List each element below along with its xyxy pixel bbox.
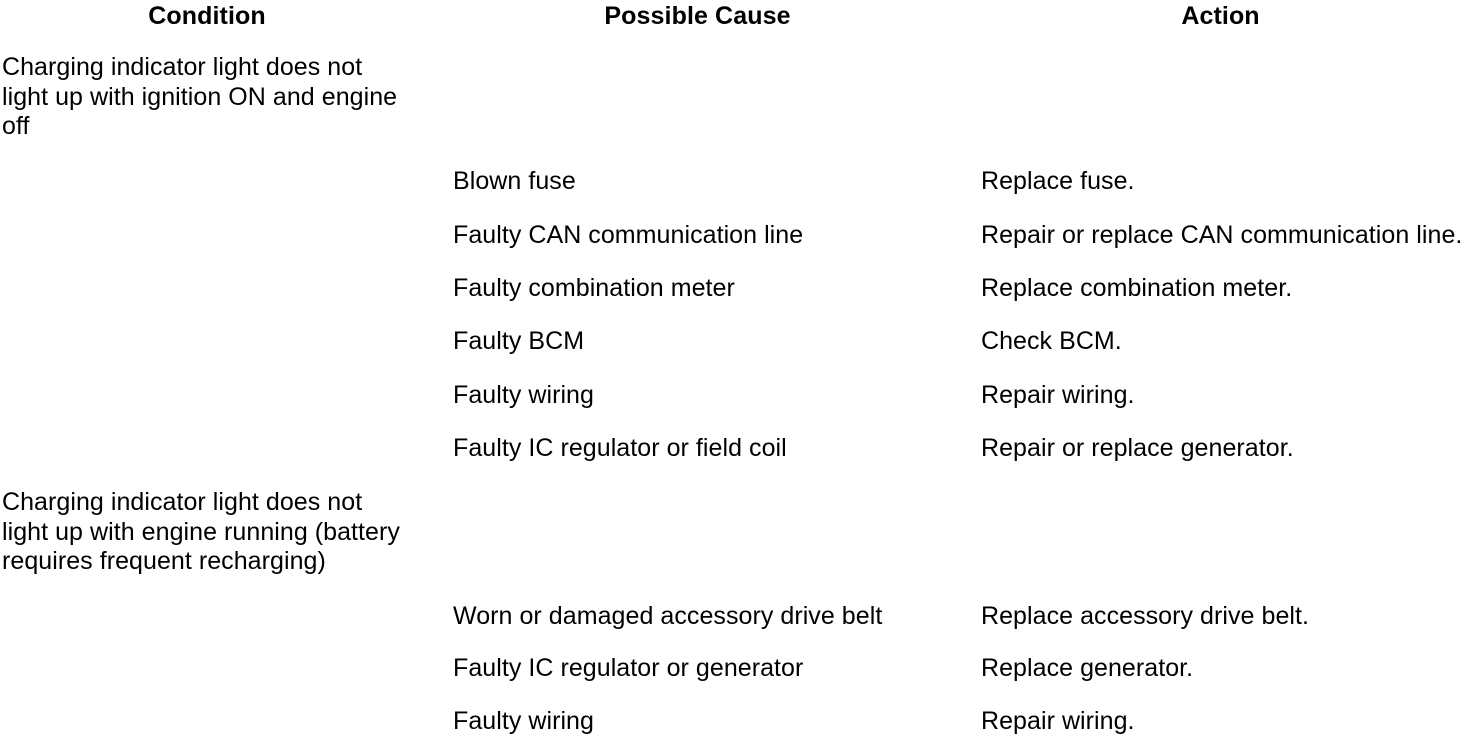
action-cell: Replace fuse. [981, 167, 1135, 195]
cause-cell: Faulty combination meter [453, 274, 735, 302]
condition-line: Charging indicator light does not [2, 53, 363, 81]
cause-cell: Faulty CAN communication line [453, 221, 804, 249]
column-header-possible-cause: Possible Cause [604, 2, 791, 30]
condition-line: off [2, 112, 30, 140]
condition-line: light up with ignition ON and engine [2, 82, 398, 111]
action-cell: Replace generator. [981, 654, 1194, 682]
action-cell: Replace accessory drive belt. [981, 602, 1309, 630]
condition-line: Charging indicator light does not [2, 488, 363, 516]
action-cell: Replace combination meter. [981, 274, 1293, 302]
cause-cell: Worn or damaged accessory drive belt [453, 602, 883, 630]
condition-line: requires frequent recharging) [2, 547, 326, 575]
action-cell: Repair or replace generator. [981, 434, 1294, 462]
action-cell: Repair wiring. [981, 707, 1135, 735]
condition-cell: Charging indicator light does not light … [2, 53, 422, 142]
cause-cell: Faulty IC regulator or generator [453, 654, 804, 682]
table-header-row: Condition Possible Cause Action [0, 0, 1472, 40]
cause-cell: Faulty wiring [453, 381, 594, 409]
action-cell: Check BCM. [981, 327, 1122, 355]
cause-cell: Faulty IC regulator or field coil [453, 434, 787, 462]
condition-line: light up with engine running (battery [2, 517, 400, 546]
condition-cell: Charging indicator light does not light … [2, 488, 422, 577]
cause-cell: Faulty wiring [453, 707, 594, 735]
cause-cell: Faulty BCM [453, 327, 585, 355]
action-cell: Repair or replace CAN communication line… [981, 221, 1463, 249]
cause-cell: Blown fuse [453, 167, 576, 195]
column-header-condition: Condition [148, 2, 266, 30]
action-cell: Repair wiring. [981, 381, 1135, 409]
column-header-action: Action [1181, 2, 1260, 30]
